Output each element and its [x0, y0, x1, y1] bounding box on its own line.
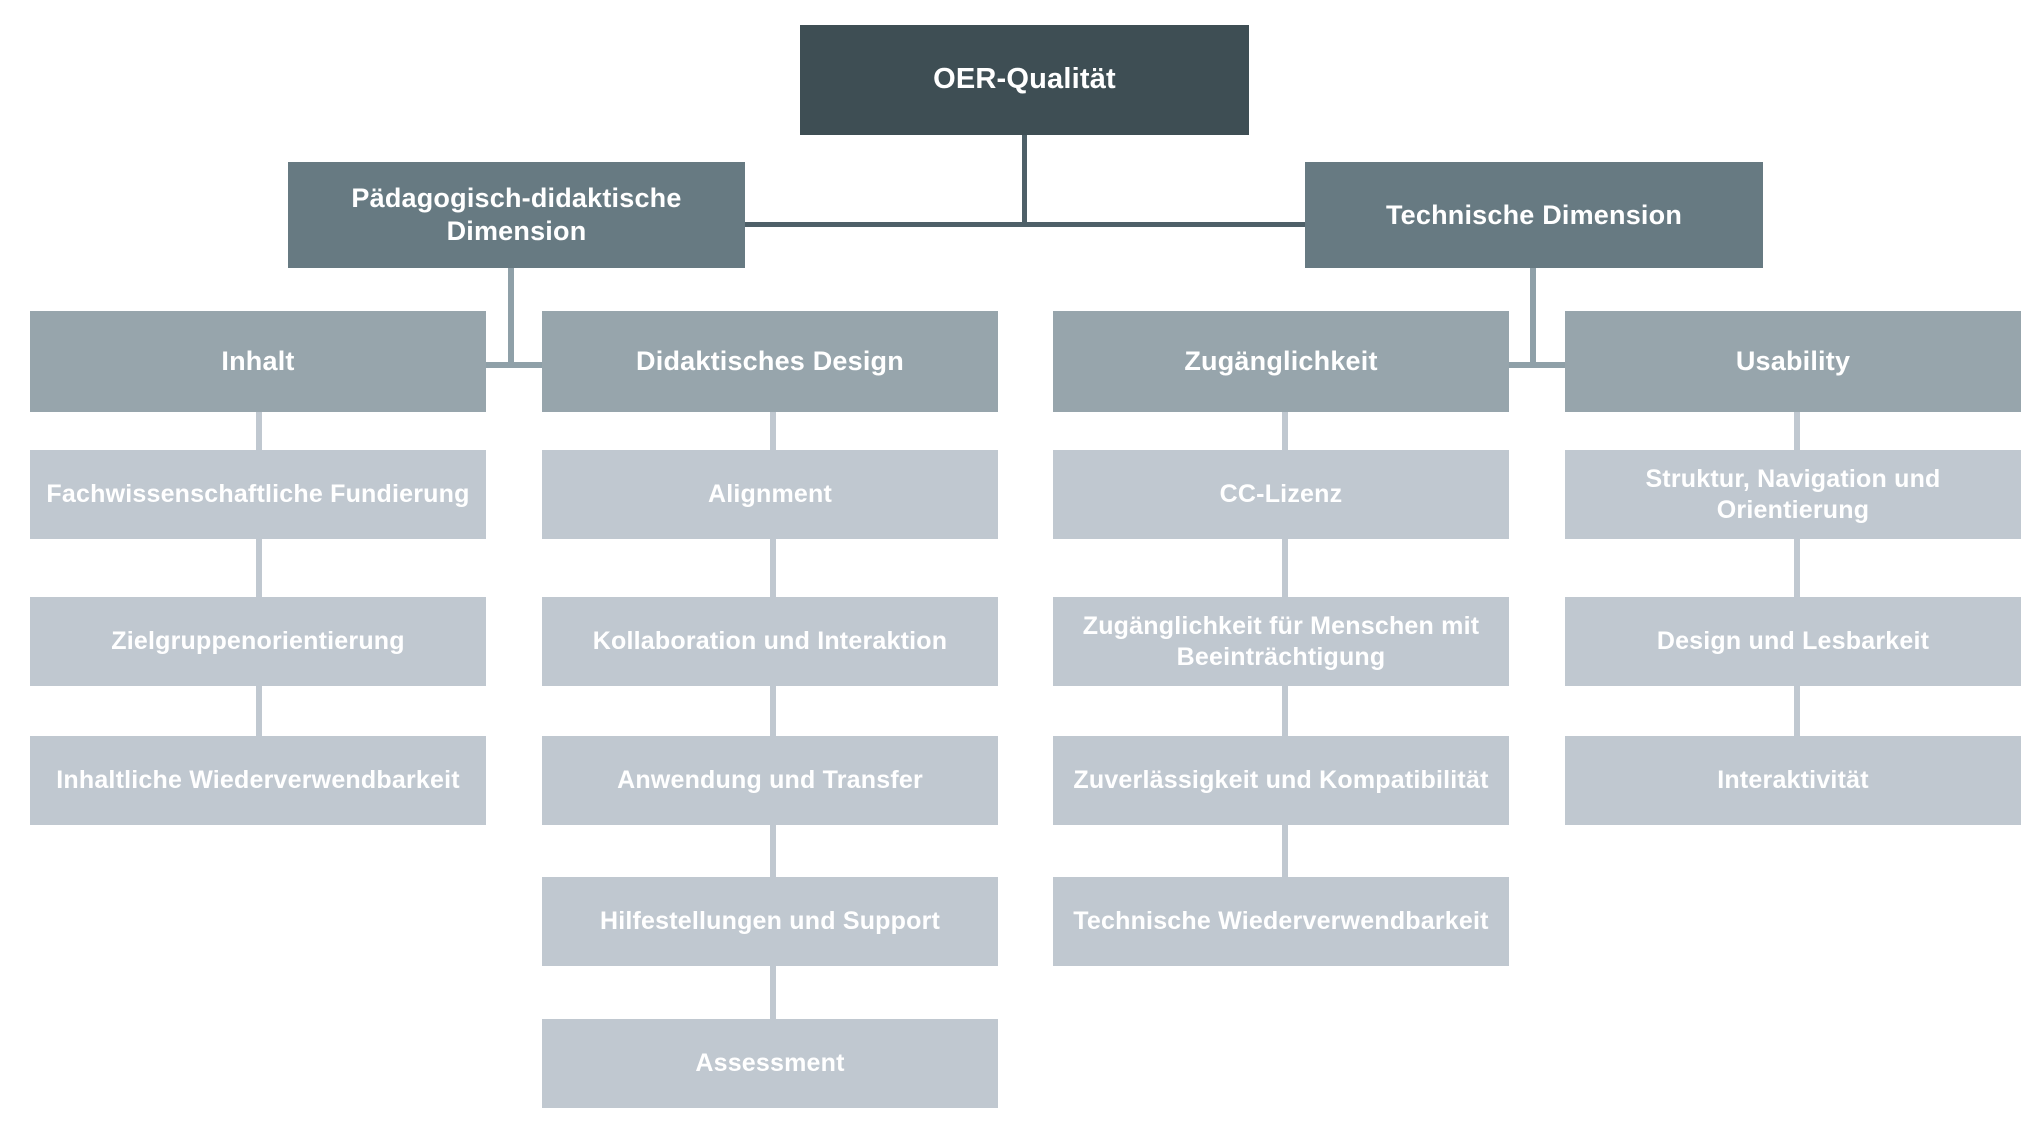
- node-dimension-paedagogisch-didaktische[interactable]: Pädagogisch-didaktische Dimension: [288, 162, 745, 268]
- node-leaf-label: Zuverlässigkeit und Kompatibilität: [1073, 766, 1489, 795]
- node-leaf-label: Fachwissenschaftliche Fundierung: [46, 480, 470, 509]
- node-leaf[interactable]: Inhaltliche Wiederverwendbarkeit: [30, 736, 486, 825]
- node-leaf[interactable]: CC-Lizenz: [1053, 450, 1509, 539]
- connector-dim1-horizontal: [258, 362, 768, 368]
- node-category-usability[interactable]: Usability: [1565, 311, 2021, 412]
- node-dimension-technische[interactable]: Technische Dimension: [1305, 162, 1763, 268]
- node-leaf-label: Kollaboration und Interaktion: [592, 627, 948, 656]
- node-category-didaktisches-design[interactable]: Didaktisches Design: [542, 311, 998, 412]
- node-root-label: OER-Qualität: [933, 63, 1116, 96]
- node-root[interactable]: OER-Qualität: [800, 25, 1249, 135]
- node-leaf-label: Hilfestellungen und Support: [599, 907, 941, 936]
- node-category-zugaenglichkeit[interactable]: Zugänglichkeit: [1053, 311, 1509, 412]
- node-leaf[interactable]: Assessment: [542, 1019, 998, 1108]
- node-leaf[interactable]: Alignment: [542, 450, 998, 539]
- node-leaf[interactable]: Kollaboration und Interaktion: [542, 597, 998, 686]
- node-leaf-label: Alignment: [707, 480, 833, 509]
- node-category-label: Inhalt: [221, 346, 295, 377]
- node-leaf-label: Anwendung und Transfer: [617, 766, 923, 795]
- node-leaf-label: Technische Wiederverwendbarkeit: [1073, 907, 1489, 936]
- node-leaf[interactable]: Struktur, Navigation und Orientierung: [1565, 450, 2021, 539]
- node-leaf[interactable]: Zugänglichkeit für Menschen mit Beeinträ…: [1053, 597, 1509, 686]
- node-leaf[interactable]: Interaktivität: [1565, 736, 2021, 825]
- node-leaf[interactable]: Fachwissenschaftliche Fundierung: [30, 450, 486, 539]
- node-leaf-label: Zielgruppenorientierung: [111, 627, 405, 656]
- node-leaf[interactable]: Technische Wiederverwendbarkeit: [1053, 877, 1509, 966]
- node-leaf-label: Design und Lesbarkeit: [1656, 627, 1930, 656]
- node-leaf-label: Interaktivität: [1717, 766, 1869, 795]
- node-leaf[interactable]: Zuverlässigkeit und Kompatibilität: [1053, 736, 1509, 825]
- node-leaf-label: Zugänglichkeit für Menschen mit Beeinträ…: [1082, 612, 1480, 671]
- node-leaf-label: Inhaltliche Wiederverwendbarkeit: [56, 766, 460, 795]
- node-leaf[interactable]: Design und Lesbarkeit: [1565, 597, 2021, 686]
- node-dimension-label: Technische Dimension: [1385, 199, 1683, 230]
- node-category-inhalt[interactable]: Inhalt: [30, 311, 486, 412]
- node-category-label: Didaktisches Design: [636, 346, 904, 377]
- node-leaf[interactable]: Anwendung und Transfer: [542, 736, 998, 825]
- connector-dim2-horizontal: [1283, 362, 1793, 368]
- connector-root-vertical: [1022, 135, 1027, 225]
- connector-dim1-vertical: [508, 268, 514, 368]
- node-category-label: Usability: [1735, 346, 1851, 377]
- connector-dimension-horizontal: [745, 222, 1305, 227]
- node-category-label: Zugänglichkeit: [1184, 346, 1378, 377]
- node-leaf-label: Struktur, Navigation und Orientierung: [1645, 465, 1941, 524]
- node-leaf-label: CC-Lizenz: [1219, 480, 1343, 509]
- node-leaf[interactable]: Hilfestellungen und Support: [542, 877, 998, 966]
- node-leaf[interactable]: Zielgruppenorientierung: [30, 597, 486, 686]
- node-dimension-label: Pädagogisch-didaktische Dimension: [351, 183, 682, 246]
- node-leaf-label: Assessment: [695, 1049, 845, 1078]
- connector-dim2-vertical: [1530, 268, 1536, 368]
